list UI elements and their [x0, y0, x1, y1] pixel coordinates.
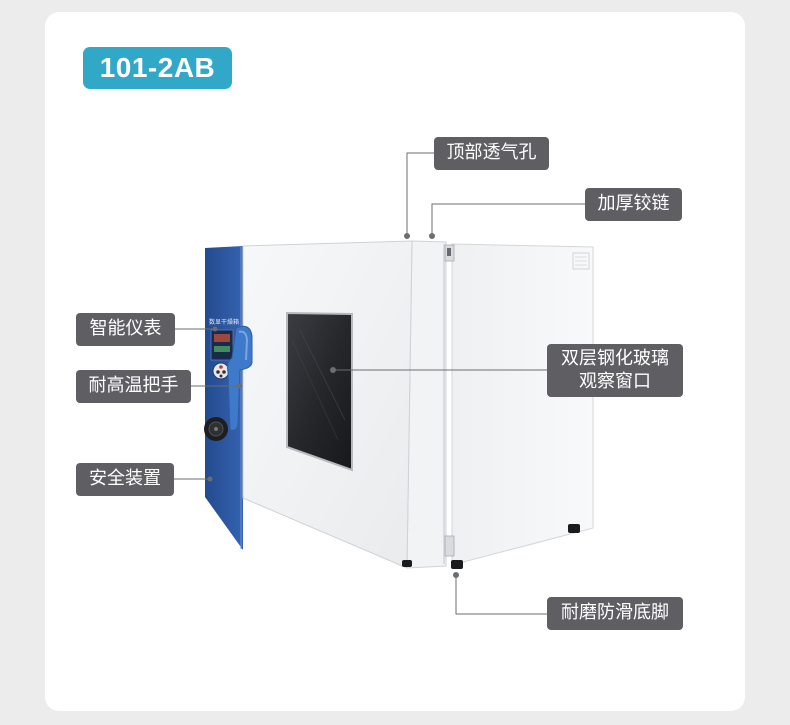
callout-text: 智能仪表	[89, 318, 162, 340]
callout-anti-slip-feet: 耐磨防滑底脚	[547, 597, 683, 630]
callout-top-vent: 顶部透气孔	[434, 137, 549, 170]
bottom-hinge	[444, 535, 455, 557]
callout-text-line2: 观察窗口	[579, 370, 651, 392]
door-edge	[406, 240, 447, 569]
callout-heat-resistant-handle: 耐高温把手	[76, 370, 191, 403]
model-badge: 101-2AB	[83, 47, 232, 89]
callout-text: 耐磨防滑底脚	[561, 602, 669, 624]
callout-text: 安全装置	[89, 468, 161, 490]
control-panel	[205, 246, 243, 550]
callout-text: 耐高温把手	[88, 375, 179, 397]
callout-smart-meter: 智能仪表	[76, 313, 175, 346]
callout-text: 顶部透气孔	[446, 142, 537, 164]
callout-text: 加厚铰链	[597, 193, 670, 215]
callout-safety-device: 安全装置	[76, 463, 174, 496]
nameplate	[572, 252, 590, 270]
observation-window	[286, 311, 353, 472]
panel-label: 数显干燥箱	[209, 318, 239, 326]
foot-right	[568, 524, 580, 533]
foot-front	[451, 560, 463, 569]
callout-observation-window: 双层钢化玻璃 观察窗口	[547, 344, 683, 397]
cabinet-side	[451, 243, 594, 566]
callout-hinge: 加厚铰链	[585, 188, 682, 221]
callout-text-line1: 双层钢化玻璃	[561, 348, 669, 369]
